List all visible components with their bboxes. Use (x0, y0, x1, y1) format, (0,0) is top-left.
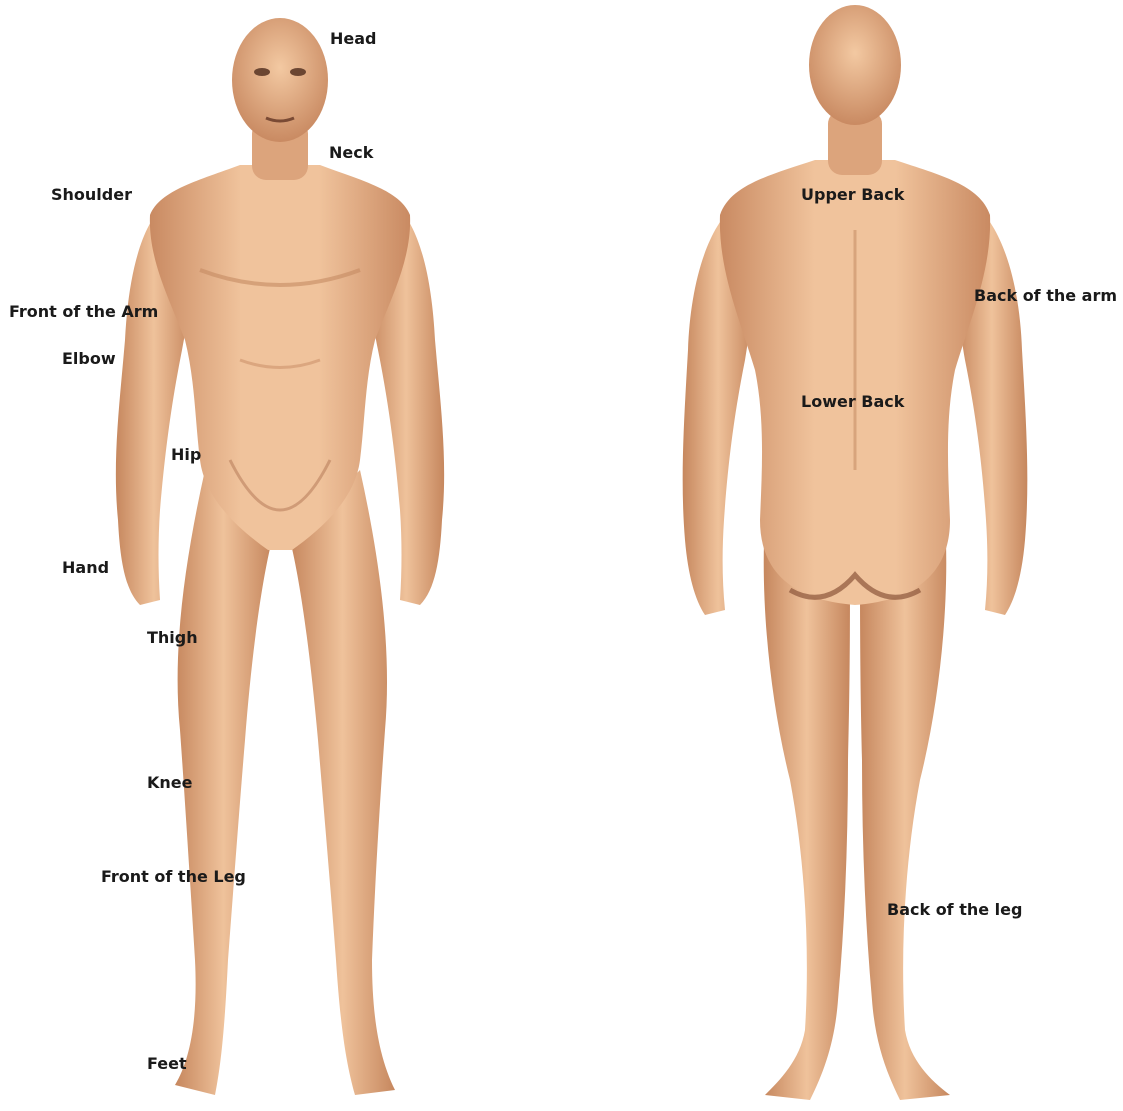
front-eye-left (254, 68, 270, 76)
front-right-leg (290, 470, 395, 1095)
front-torso (150, 165, 410, 550)
back-figure (683, 5, 1028, 1100)
label-shoulder: Shoulder (51, 185, 132, 205)
front-head (232, 18, 328, 142)
label-upper-back: Upper Back (801, 185, 904, 205)
back-head (809, 5, 901, 125)
label-knee: Knee (147, 773, 193, 793)
label-hand: Hand (62, 558, 109, 578)
back-right-leg (860, 520, 950, 1100)
label-elbow: Elbow (62, 349, 116, 369)
label-neck: Neck (329, 143, 373, 163)
back-left-leg (764, 520, 850, 1100)
label-back-of-the-leg: Back of the leg (887, 900, 1022, 920)
label-feet: Feet (147, 1054, 187, 1074)
front-eye-right (290, 68, 306, 76)
label-back-of-the-arm: Back of the arm (974, 286, 1117, 306)
front-figure (116, 18, 444, 1095)
label-hip: Hip (171, 445, 201, 465)
label-head: Head (330, 29, 377, 49)
label-front-of-the-leg: Front of the Leg (101, 867, 246, 887)
label-front-of-the-arm: Front of the Arm (9, 302, 158, 322)
label-thigh: Thigh (147, 628, 198, 648)
label-lower-back: Lower Back (801, 392, 904, 412)
